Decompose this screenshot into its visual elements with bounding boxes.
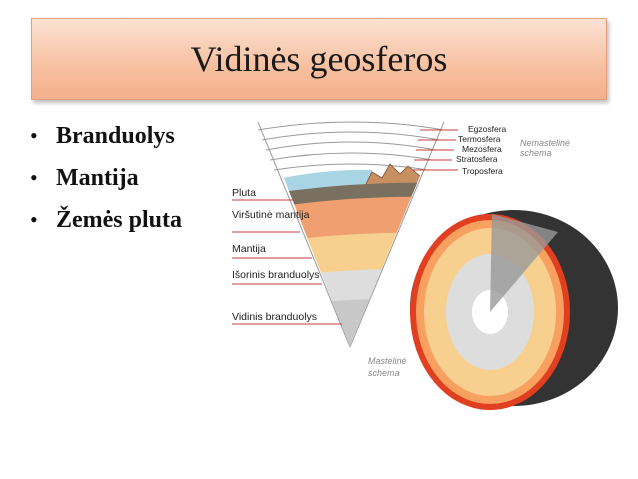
bullet-text-mantle: Mantija (56, 165, 139, 191)
label-scale-2: schema (368, 368, 400, 378)
bullet-marker: • (30, 207, 38, 232)
label-pluta: Pluta (232, 187, 256, 199)
label-scale-1: Mastelinė (368, 356, 407, 366)
bullet-list: • Branduolys • Mantija • Žemės pluta (30, 115, 182, 241)
ocean-layer (262, 169, 372, 210)
atmosphere-arcs (257, 121, 445, 171)
wedge-cutout (490, 214, 558, 312)
label-mezosfera: Mezosfera (462, 144, 502, 154)
label-non-scale-2: schema (520, 148, 552, 158)
label-non-scale-1: Nemastelinė (520, 138, 570, 148)
label-upper-mantle: Viršutinė mantija (232, 209, 310, 221)
leader-lines (232, 129, 458, 325)
bullet-marker: • (30, 165, 38, 190)
title-banner: Vidinės geosferos (31, 18, 607, 100)
bullet-item: • Žemės pluta (30, 199, 182, 241)
label-inner-core: Vidinis branduolys (232, 311, 317, 323)
bullet-marker: • (30, 123, 38, 148)
bullet-item: • Mantija (30, 157, 182, 199)
bullet-text-crust: Žemės pluta (56, 207, 182, 233)
earth-structure-diagram: Egzosfera Termosfera Mezosfera Stratosfe… (232, 121, 618, 410)
bullet-item: • Branduolys (30, 115, 182, 157)
label-outer-core: Išorinis branduolys (232, 269, 320, 281)
earth-sphere (410, 210, 618, 410)
wedge-edge-left (257, 121, 351, 348)
bullet-text-core: Branduolys (56, 123, 175, 149)
label-troposfera: Troposfera (462, 166, 503, 176)
label-stratosfera: Stratosfera (456, 154, 498, 164)
label-termosfera: Termosfera (458, 134, 501, 144)
label-egzosfera: Egzosfera (468, 124, 507, 134)
label-mantle: Mantija (232, 243, 266, 255)
slide-title: Vidinės geosferos (190, 39, 448, 79)
